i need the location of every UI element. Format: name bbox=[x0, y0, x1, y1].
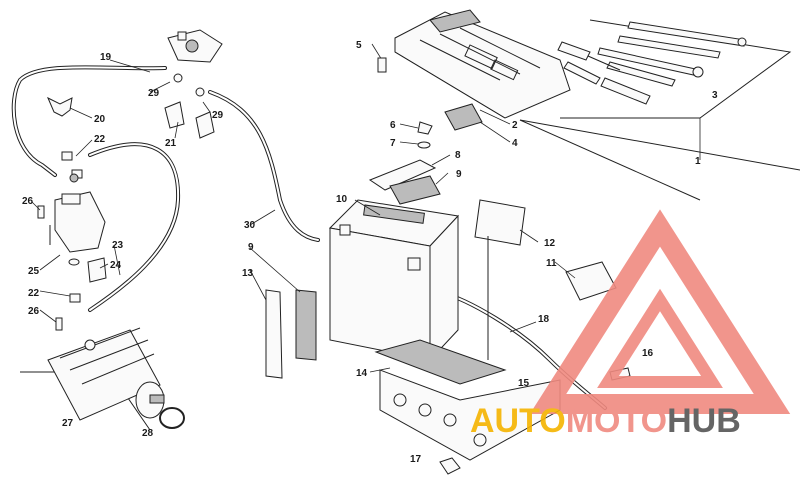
watermark-inner-triangle-icon bbox=[597, 288, 723, 388]
bolt-5 bbox=[371, 43, 387, 73]
boot-21b bbox=[195, 111, 215, 139]
washer-7 bbox=[417, 141, 431, 149]
callout-22b: 22 bbox=[28, 288, 40, 299]
svg-text:AUTOMOTOHUB: AUTOMOTOHUB bbox=[470, 402, 741, 440]
tool-kit-group bbox=[519, 19, 800, 201]
battery bbox=[328, 199, 460, 362]
nut-29a bbox=[173, 73, 183, 83]
wing-nut-6 bbox=[417, 121, 433, 135]
callout-12: 12 bbox=[544, 238, 556, 249]
callout-13: 13 bbox=[242, 268, 254, 279]
nut-22d bbox=[69, 293, 81, 303]
callout-8: 8 bbox=[455, 150, 461, 161]
bolt-26b bbox=[55, 317, 63, 331]
callout-9a: 9 bbox=[456, 169, 462, 180]
callout-17: 17 bbox=[410, 454, 422, 465]
boot-21a bbox=[164, 101, 185, 129]
callout-5: 5 bbox=[356, 40, 362, 51]
wing-nut-20 bbox=[47, 96, 73, 117]
callout-28: 28 bbox=[142, 428, 154, 439]
callout-24: 24 bbox=[110, 260, 122, 271]
callout-labels: 1 2 3 4 5 6 7 8 9 10 12 11 9 13 18 16 14… bbox=[22, 40, 718, 465]
callout-7: 7 bbox=[390, 138, 396, 149]
callout-23: 23 bbox=[112, 240, 124, 251]
callout-3: 3 bbox=[712, 90, 718, 101]
bolt-26a bbox=[37, 205, 45, 219]
starter-solenoid bbox=[49, 173, 106, 253]
callout-26a: 26 bbox=[22, 196, 34, 207]
callout-14: 14 bbox=[356, 368, 368, 379]
callout-15: 15 bbox=[518, 378, 530, 389]
pad-9b bbox=[295, 289, 317, 361]
callout-9b: 9 bbox=[248, 242, 254, 253]
bracket-13 bbox=[265, 289, 283, 379]
pad-14 bbox=[374, 339, 507, 385]
callout-21: 21 bbox=[165, 138, 177, 149]
nut-17 bbox=[439, 457, 461, 475]
tool-tray bbox=[394, 9, 571, 119]
strap-8 bbox=[368, 159, 437, 191]
callout-25: 25 bbox=[28, 266, 40, 277]
nut-29b bbox=[195, 87, 205, 97]
washer-22c bbox=[68, 258, 80, 266]
starter-motor bbox=[20, 327, 165, 431]
o-ring-28 bbox=[159, 407, 185, 429]
callout-10: 10 bbox=[336, 194, 348, 205]
callout-30: 30 bbox=[244, 220, 256, 231]
watermark-text-hub: HUB bbox=[667, 402, 741, 440]
watermark-logo: AUTOMOTOHUB bbox=[470, 209, 791, 440]
callout-11: 11 bbox=[546, 258, 557, 269]
callout-18: 18 bbox=[538, 314, 550, 325]
callout-27: 27 bbox=[62, 418, 74, 429]
cable-19 bbox=[11, 65, 167, 177]
master-switch bbox=[167, 29, 223, 63]
label-12 bbox=[474, 199, 526, 246]
nut-22a bbox=[61, 151, 73, 161]
boot-24 bbox=[87, 257, 107, 283]
callout-26b: 26 bbox=[28, 306, 40, 317]
callout-4: 4 bbox=[512, 138, 518, 149]
pad-4 bbox=[444, 103, 483, 131]
callout-29b: 29 bbox=[212, 110, 224, 121]
watermark-text-auto: AUTO bbox=[470, 402, 566, 440]
callout-1: 1 bbox=[695, 156, 701, 167]
watermark-text-moto: MOTO bbox=[566, 402, 667, 440]
callout-22a: 22 bbox=[94, 134, 106, 145]
cable-30 bbox=[208, 90, 320, 242]
callout-2: 2 bbox=[512, 120, 518, 131]
watermark-triangle-icon bbox=[529, 209, 791, 414]
callout-16: 16 bbox=[642, 348, 654, 359]
callout-6: 6 bbox=[390, 120, 396, 131]
callout-29a: 29 bbox=[148, 88, 160, 99]
callout-19: 19 bbox=[100, 52, 112, 63]
pad-9a bbox=[389, 175, 441, 205]
callout-20: 20 bbox=[94, 114, 106, 125]
leaders bbox=[31, 59, 576, 373]
